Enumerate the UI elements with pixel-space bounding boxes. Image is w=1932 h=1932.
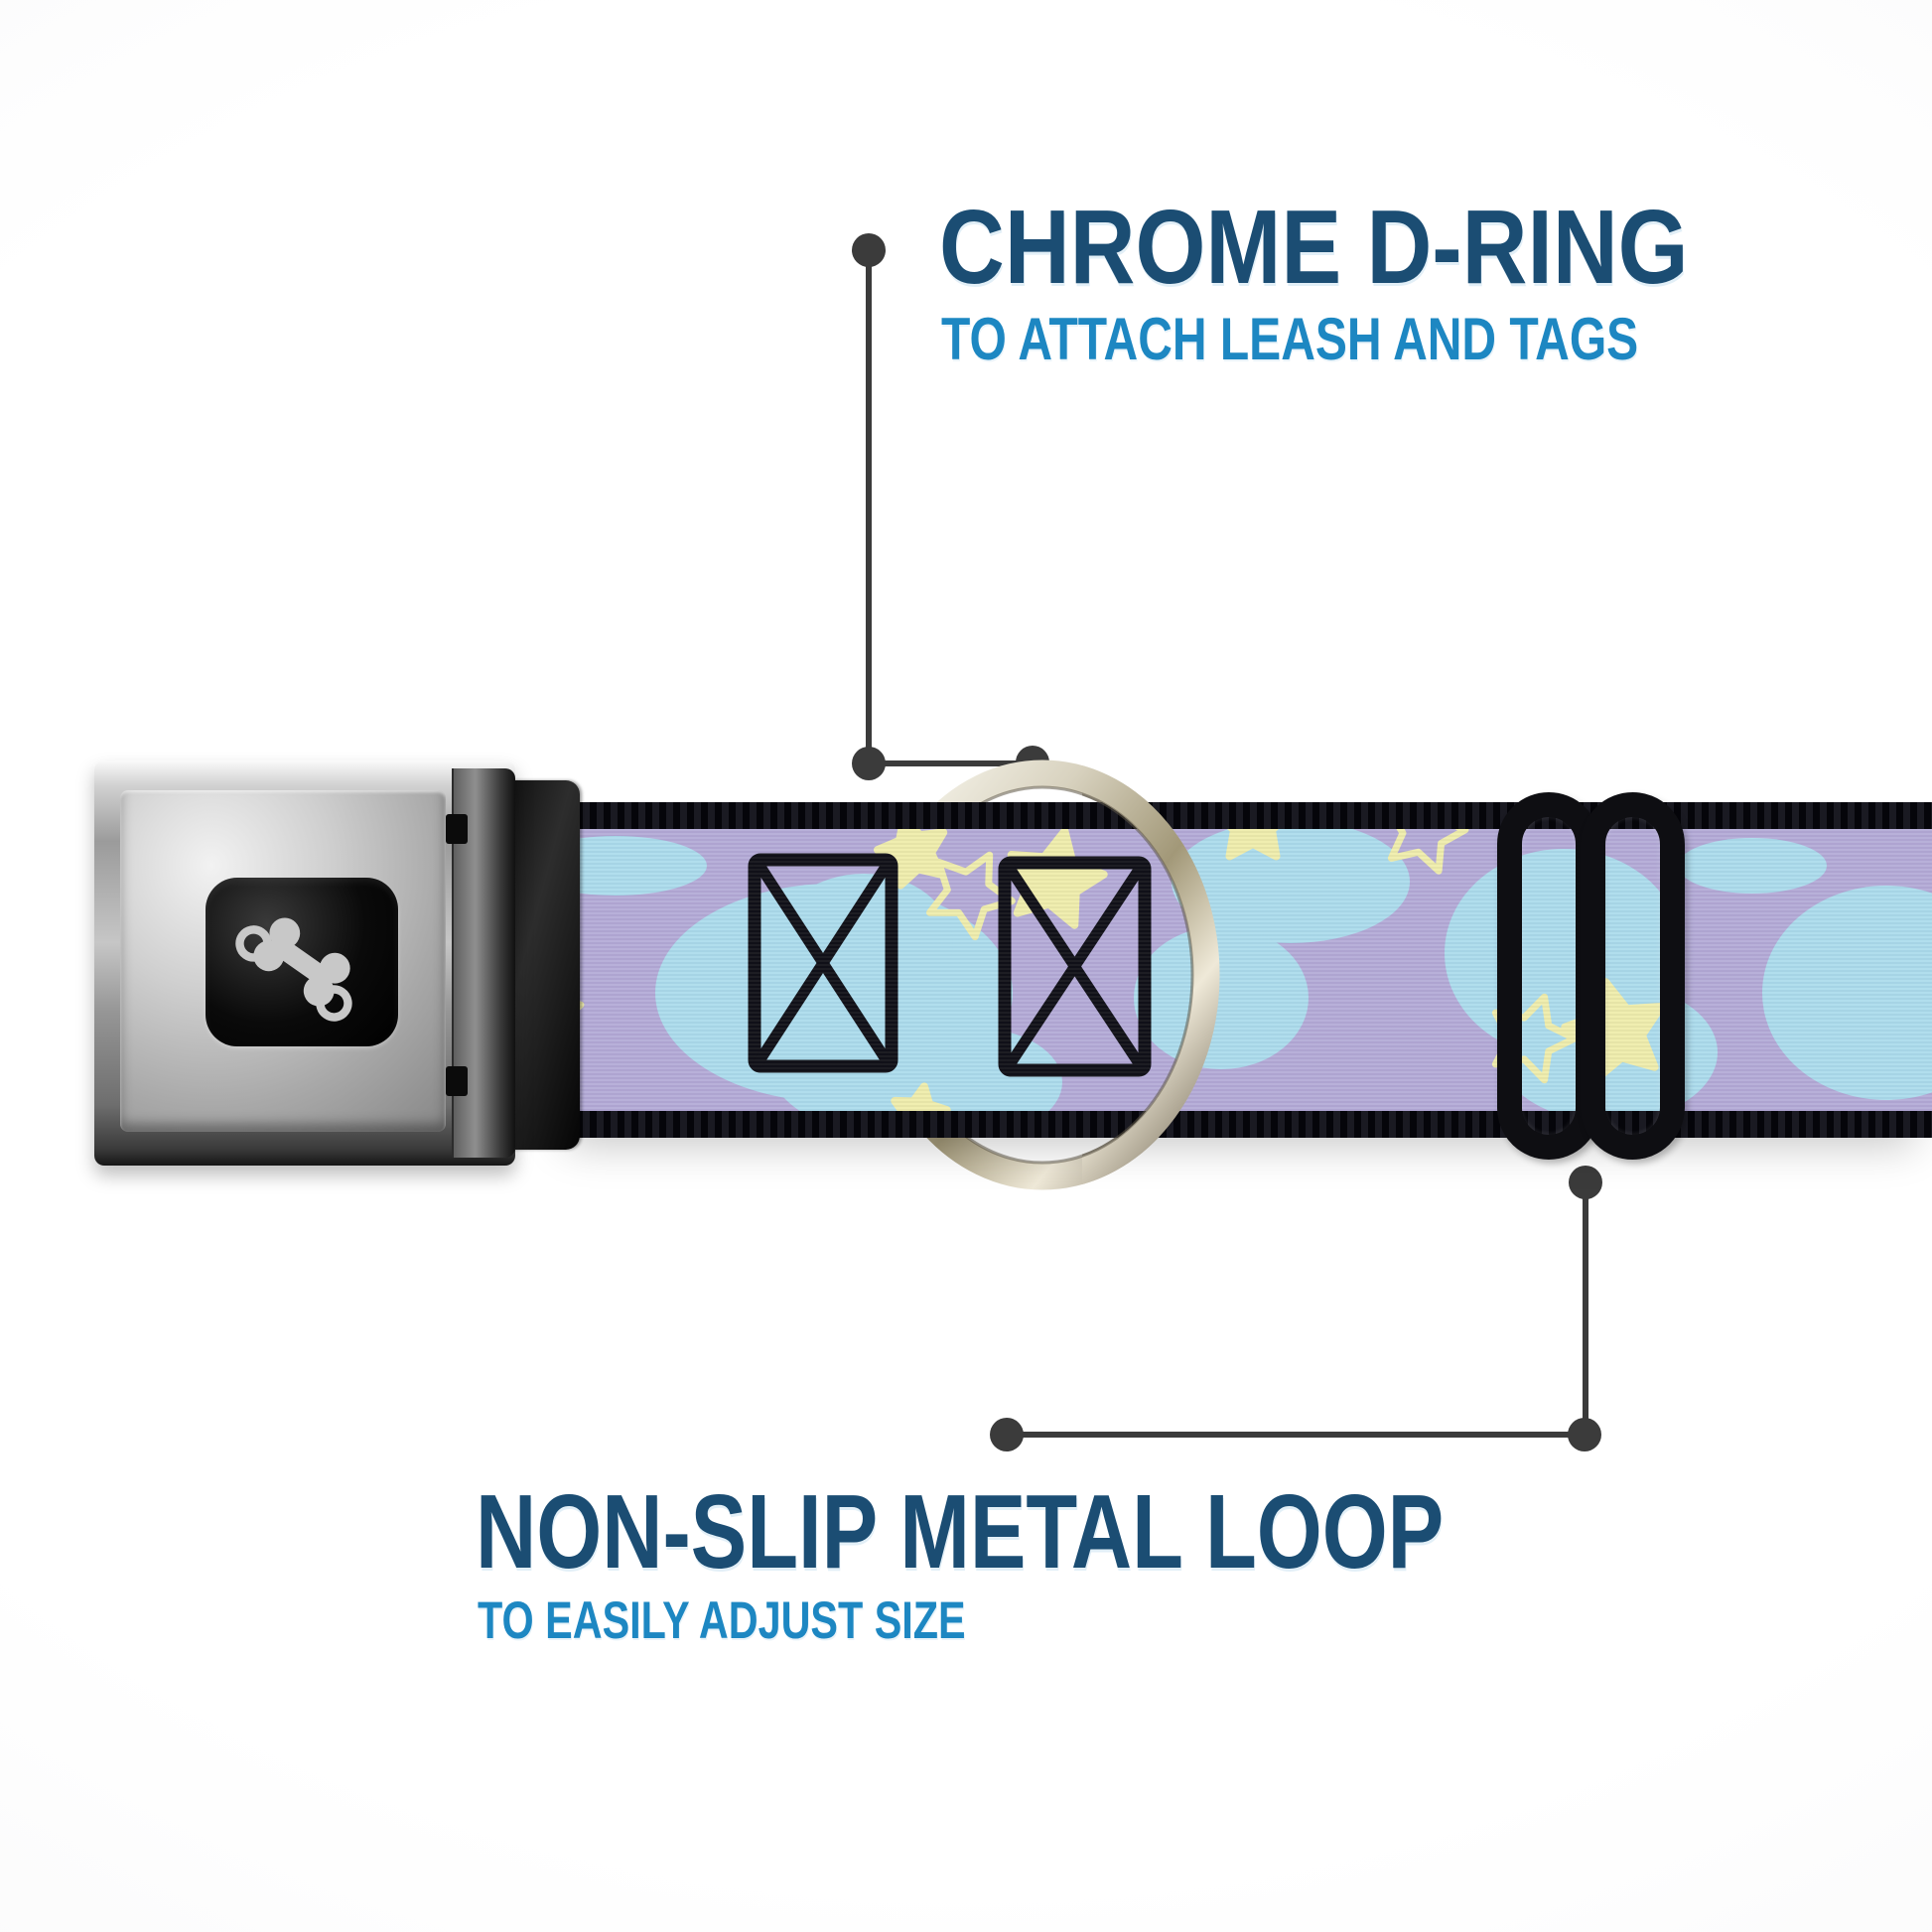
metal-slider-loop-right xyxy=(1581,792,1685,1160)
star-icon xyxy=(1225,829,1281,861)
strap-top-edge xyxy=(548,802,1932,829)
buckle-logo-inset xyxy=(206,878,398,1046)
collar-strap xyxy=(548,802,1932,1138)
seatbelt-buckle xyxy=(94,760,515,1166)
dog-bone-icon xyxy=(235,917,352,1022)
buckle-hook-bottom xyxy=(446,1066,468,1096)
strap-webbing xyxy=(548,829,1932,1111)
callout-dot xyxy=(990,1418,1024,1451)
callout-line-horizontal xyxy=(869,760,1034,766)
top-callout-title: CHROME D-RING xyxy=(939,189,1689,306)
bottom-callout-title: NON-SLIP METAL LOOP xyxy=(476,1473,1445,1590)
callout-line-vertical xyxy=(1583,1182,1588,1437)
callout-line-horizontal xyxy=(1007,1432,1585,1438)
webbing-texture xyxy=(548,829,1932,1111)
top-callout-subtitle: TO ATTACH LEASH AND TAGS xyxy=(941,306,1639,372)
bottom-callout-subtitle: TO EASILY ADJUST SIZE xyxy=(478,1591,966,1650)
star-icon xyxy=(1387,829,1469,875)
buckle-hook-top xyxy=(446,814,468,844)
strap-bottom-edge xyxy=(548,1111,1932,1138)
callout-line-vertical xyxy=(866,250,872,766)
callout-dot xyxy=(1016,746,1049,779)
